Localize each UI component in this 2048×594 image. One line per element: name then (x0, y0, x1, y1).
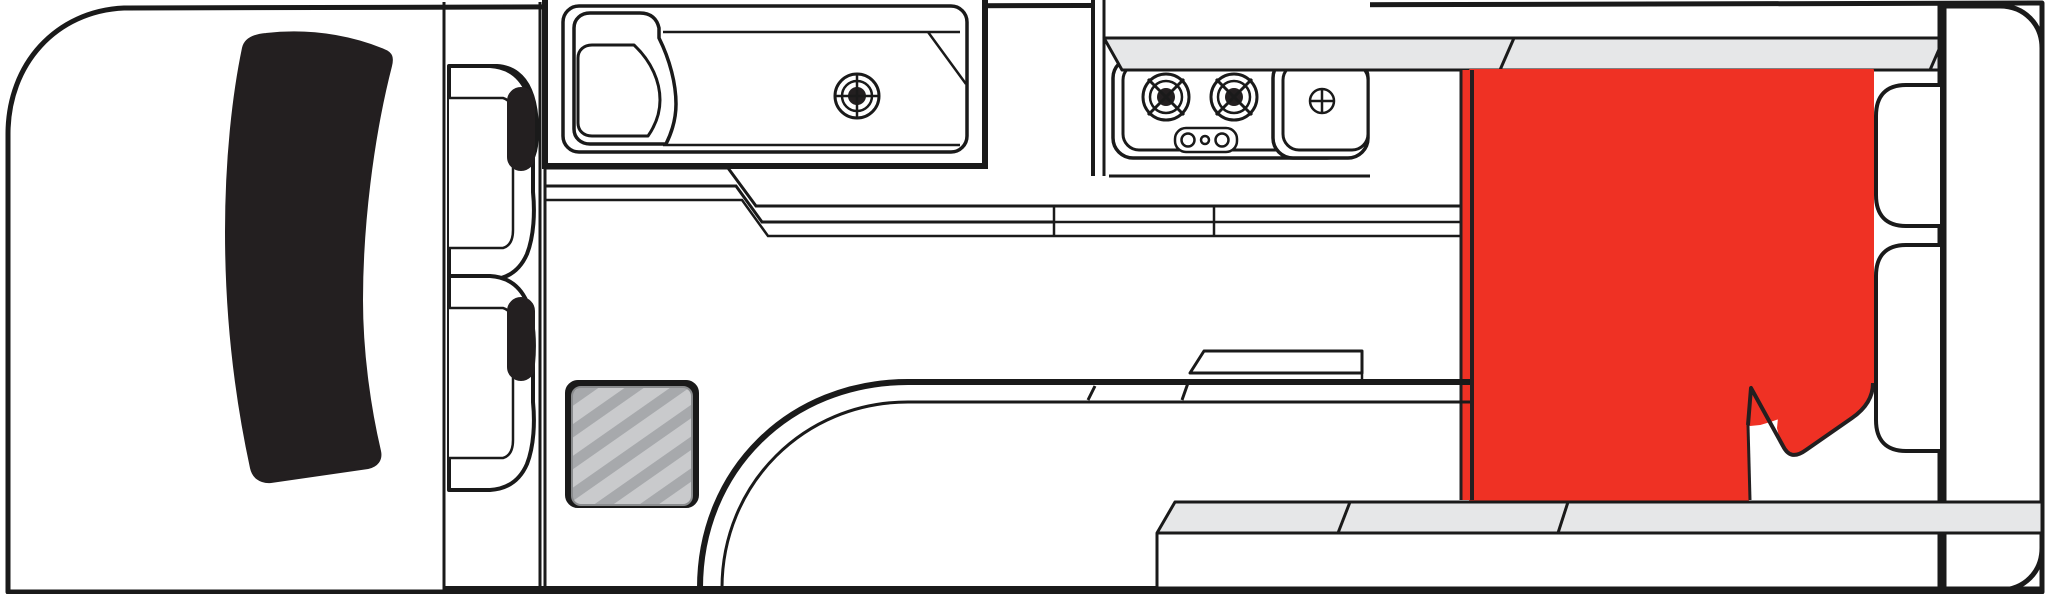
hob-control-panel[interactable] (1173, 126, 1239, 154)
lounge-seam-1 (1086, 385, 1097, 401)
storage-upper-locker[interactable] (1874, 83, 1940, 228)
lounge-bench-front-edge (697, 379, 1470, 589)
sink-bench-apron (545, 166, 1056, 238)
overhead-locker-seam-1 (1498, 37, 1516, 71)
lounge-table-edge (1190, 373, 1364, 384)
storage-lower-locker[interactable] (1874, 243, 1940, 453)
lower-locker-strip (1155, 500, 2044, 535)
drainboard-chamfer (926, 31, 968, 85)
lounge-table[interactable] (1188, 349, 1364, 375)
lounge-bench-inner-edge (720, 400, 1470, 589)
windscreen (224, 31, 393, 484)
prep-sink-drain[interactable] (1308, 87, 1336, 115)
bed-corner-fold (1746, 382, 1875, 457)
sink-bowl-inner (576, 43, 662, 138)
lower-locker-seam-1 (1336, 501, 1352, 534)
entry-step[interactable] (565, 380, 699, 508)
bed-fill (1469, 69, 1874, 501)
overhead-locker-top[interactable] (1102, 36, 2044, 72)
lounge-bench[interactable] (697, 349, 1470, 589)
bench-apron-mid (545, 184, 1054, 224)
bench-apron-bottom (545, 198, 1054, 238)
bed-edge-strip (1462, 70, 1471, 500)
lounge-seam-2 (1180, 382, 1190, 401)
hob-burner-left[interactable] (1141, 72, 1191, 122)
seat-driver[interactable] (447, 64, 539, 282)
entry-step-tread (571, 386, 693, 506)
sink-drain-plug[interactable] (833, 72, 881, 120)
lower-locker-seam-2 (1556, 501, 1570, 534)
bed-corner-edge (1746, 424, 1752, 501)
overhead-locker-strip (1102, 36, 2044, 72)
seat-passenger-backrest (449, 306, 515, 460)
cab-bulkhead (442, 2, 542, 592)
windscreen-glass (224, 31, 393, 484)
prep-sink[interactable] (1271, 56, 1370, 160)
overhead-locker-bottom[interactable] (1155, 500, 2044, 590)
sink-unit[interactable] (542, 0, 988, 169)
hob-burner-right[interactable] (1209, 72, 1259, 122)
seat-driver-backrest (449, 96, 515, 250)
seat-passenger[interactable] (447, 274, 536, 492)
seat-passenger-armrest[interactable] (507, 297, 535, 381)
bed-area[interactable] (1459, 69, 1875, 501)
bench-apron-top (545, 166, 1054, 208)
seat-driver-armrest[interactable] (507, 87, 535, 171)
